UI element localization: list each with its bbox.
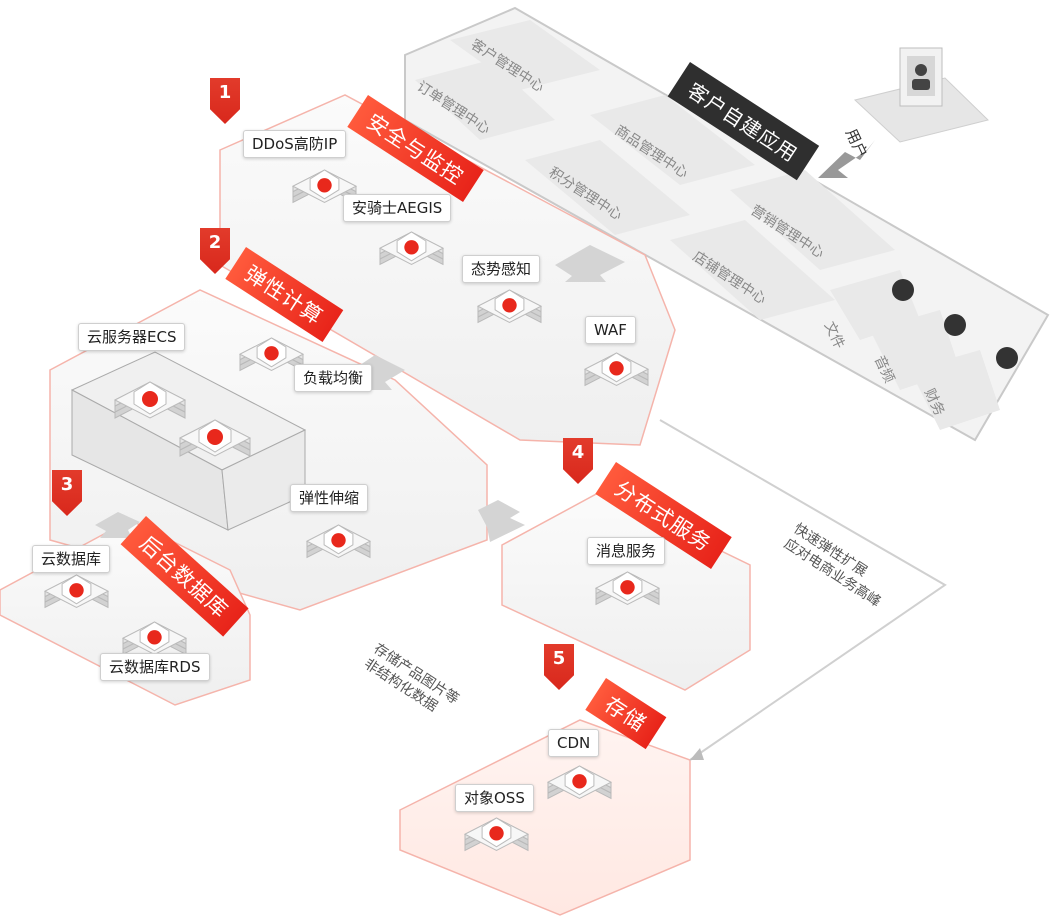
arrow-icon bbox=[478, 500, 525, 542]
user-device-icon bbox=[853, 47, 989, 143]
service-label-aegis: 安骑士AEGIS bbox=[343, 194, 452, 222]
service-label-waf: WAF bbox=[585, 316, 636, 344]
slb-icon bbox=[238, 337, 305, 372]
autoscaling-icon bbox=[305, 524, 372, 559]
center-cell bbox=[670, 220, 835, 320]
ddos-icon bbox=[291, 169, 358, 204]
connector-line bbox=[659, 419, 947, 761]
situation-icon bbox=[476, 289, 543, 324]
center-cell bbox=[415, 60, 555, 140]
service-label-ddos: DDoS高防IP bbox=[243, 130, 347, 158]
center-cell bbox=[450, 20, 600, 90]
arrow-icon bbox=[95, 512, 140, 538]
service-label-cdn: CDN bbox=[548, 729, 600, 757]
service-label-slb: 负载均衡 bbox=[294, 364, 373, 392]
mns-icon bbox=[594, 571, 661, 606]
ecs-icon bbox=[113, 381, 187, 419]
arrow-icon bbox=[555, 245, 625, 282]
storage-platform bbox=[399, 719, 691, 916]
center-cell bbox=[525, 140, 690, 235]
app-panel bbox=[404, 6, 1050, 442]
service-label-ecs: 云服务器ECS bbox=[78, 323, 186, 351]
audio-icon bbox=[944, 314, 966, 336]
finance-icon bbox=[996, 347, 1018, 369]
side-cell bbox=[910, 350, 1000, 430]
service-label-situation: 态势感知 bbox=[462, 255, 541, 283]
oss-icon bbox=[463, 817, 530, 852]
waf-icon bbox=[583, 352, 650, 387]
ecs-icon bbox=[178, 419, 252, 457]
service-label-database: 云数据库 bbox=[32, 545, 111, 573]
service-label-mns: 消息服务 bbox=[587, 537, 666, 565]
rds-icon bbox=[121, 621, 188, 656]
service-label-oss: 对象OSS bbox=[455, 784, 534, 812]
service-label-rds: 云数据库RDS bbox=[100, 653, 210, 681]
center-cell bbox=[730, 170, 895, 270]
center-cell bbox=[590, 95, 755, 185]
cdn-icon bbox=[546, 765, 613, 800]
user-arrow-icon bbox=[818, 140, 875, 178]
connector-arrowhead bbox=[690, 748, 704, 760]
aegis-icon bbox=[378, 231, 445, 266]
service-label-autoscaling: 弹性伸缩 bbox=[290, 484, 369, 512]
file-icon bbox=[892, 279, 914, 301]
database-icon bbox=[43, 574, 110, 609]
